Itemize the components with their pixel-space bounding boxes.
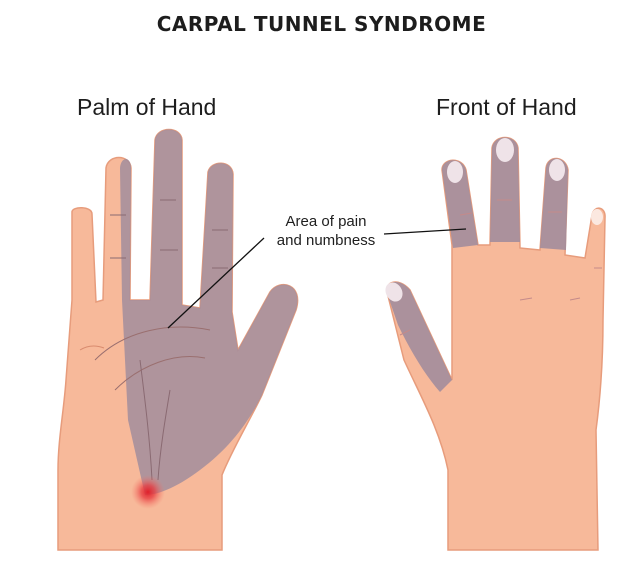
front-numb-ring bbox=[540, 158, 568, 250]
palm-leader-line bbox=[167, 237, 265, 329]
knuckle-lines bbox=[399, 199, 602, 336]
palm-of-hand-label: Palm of Hand bbox=[77, 94, 217, 120]
nail-thumb bbox=[385, 282, 403, 302]
front-of-hand-label: Front of Hand bbox=[436, 94, 577, 120]
pain-point bbox=[131, 475, 165, 509]
nail-pinky bbox=[591, 209, 603, 225]
palm-crease-5 bbox=[79, 345, 105, 351]
nail-ring bbox=[549, 159, 565, 181]
front-hand bbox=[383, 136, 606, 551]
diagram-title: CARPAL TUNNEL SYNDROME bbox=[156, 12, 487, 36]
palm-crease-2 bbox=[114, 356, 206, 391]
finger-crease bbox=[110, 199, 228, 269]
palm-crease-1 bbox=[94, 326, 211, 361]
callout-line-2: and numbness bbox=[276, 232, 376, 249]
palm-crease-4 bbox=[157, 389, 171, 481]
palm-crease-3 bbox=[139, 359, 153, 481]
palm-numb-area bbox=[120, 129, 298, 495]
callout-line-1: Area of pain bbox=[285, 213, 367, 230]
front-numb-middle bbox=[490, 137, 520, 242]
nail-index bbox=[447, 161, 463, 183]
area-of-pain-callout: Area of pain and numbness bbox=[262, 212, 390, 250]
nail-middle bbox=[496, 138, 514, 162]
front-leader-line bbox=[383, 228, 467, 235]
palm-hand bbox=[57, 128, 299, 551]
front-numb-index bbox=[442, 160, 478, 248]
front-numb-thumb bbox=[386, 282, 452, 392]
